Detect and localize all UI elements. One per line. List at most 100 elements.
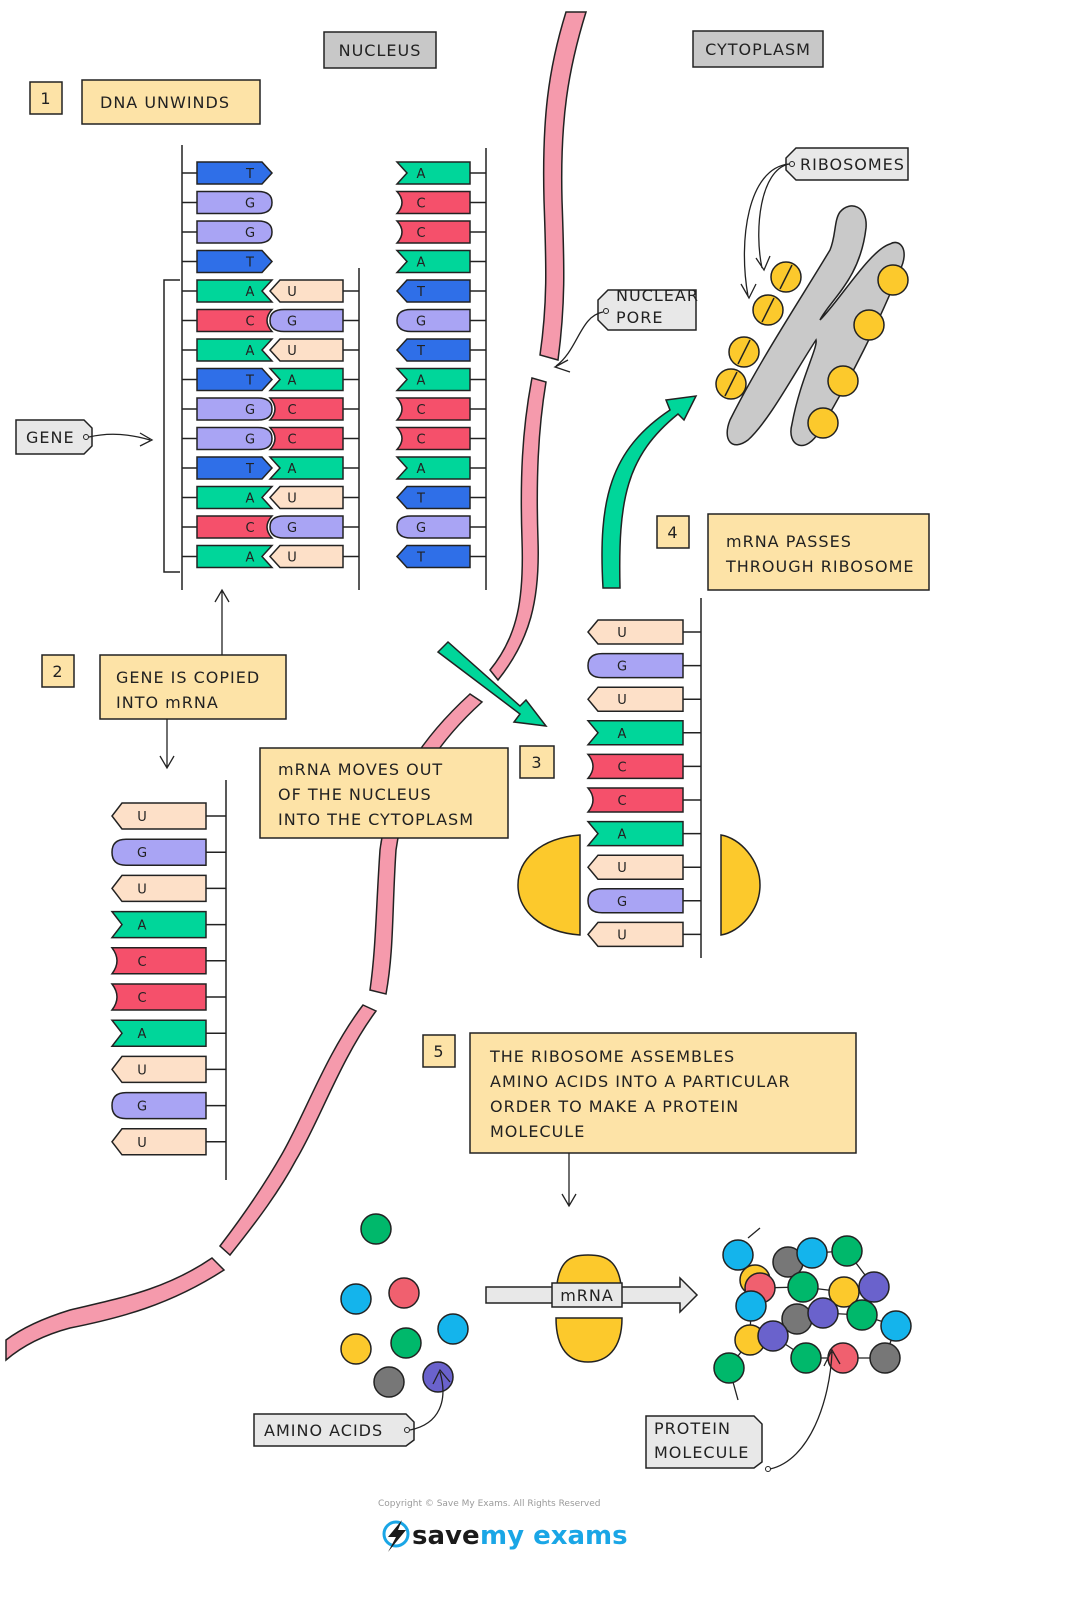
base-letter: C — [416, 197, 425, 212]
base-letter: A — [246, 551, 255, 566]
base-letter: A — [246, 344, 255, 359]
dna-base-right: G — [396, 515, 471, 539]
base-letter: C — [287, 403, 296, 418]
svg-text:my exams: my exams — [480, 1521, 628, 1551]
gene-bracket — [163, 279, 180, 573]
tag-gene: GENE — [15, 419, 154, 455]
base-shape — [111, 802, 207, 830]
mrna-base: C — [586, 753, 684, 780]
amino-acid — [422, 1361, 454, 1393]
mrna-base-paired: G — [269, 308, 344, 333]
base-shape — [395, 397, 471, 421]
base-letter: C — [137, 991, 146, 1006]
protein-amino-acid — [880, 1310, 912, 1342]
base-letter: A — [417, 167, 426, 182]
mrna-base-paired: U — [268, 544, 344, 569]
base-shape — [395, 544, 471, 569]
base-letter: A — [417, 256, 426, 271]
mrna-base: A — [110, 1019, 207, 1047]
base-letter: T — [416, 551, 425, 566]
dna-base-left: A — [196, 279, 274, 303]
ribosome — [827, 365, 859, 397]
base-shape — [111, 1128, 207, 1156]
base-letter: G — [245, 226, 255, 241]
svg-text:3: 3 — [531, 753, 542, 772]
mrna-base-paired: U — [268, 338, 344, 362]
base-shape — [111, 1055, 207, 1084]
base-letter: G — [137, 846, 147, 861]
base-letter: A — [138, 1027, 147, 1042]
mrna-base: C — [110, 983, 207, 1011]
svg-text:THE RIBOSOME ASSEMBLES: THE RIBOSOME ASSEMBLES — [489, 1047, 735, 1066]
protein-amino-acid — [787, 1271, 819, 1303]
membrane-segment-mid — [489, 377, 547, 682]
green-arrow-curved — [601, 395, 698, 589]
base-shape — [395, 338, 471, 362]
base-letter: U — [617, 861, 627, 876]
ribosome — [728, 336, 760, 368]
svg-text:MOLECULE: MOLECULE — [654, 1443, 749, 1462]
base-letter: T — [416, 285, 425, 300]
dna-base-right: C — [395, 190, 471, 215]
dna-base-right: T — [395, 279, 471, 303]
lightning-logo-icon — [382, 1520, 410, 1552]
dna-base-left: G — [196, 190, 273, 215]
svg-text:5: 5 — [433, 1042, 444, 1061]
amino-acid — [388, 1277, 420, 1309]
nuclear-membrane — [5, 11, 588, 1362]
protein-amino-acid — [869, 1342, 901, 1374]
base-shape — [268, 456, 344, 480]
base-shape — [395, 426, 471, 451]
dna-base-right: A — [395, 161, 471, 185]
region-label-cytoplasm: CYTOPLASM — [692, 30, 824, 68]
base-letter: G — [245, 197, 255, 212]
mrna-base: U — [111, 802, 207, 830]
svg-text:CYTOPLASM: CYTOPLASM — [705, 40, 811, 59]
base-shape — [395, 161, 471, 185]
base-shape — [196, 544, 274, 569]
mrna-base-paired: A — [268, 367, 344, 392]
dna-base-right: C — [395, 426, 471, 451]
dna-base-left: A — [196, 544, 274, 569]
base-shape — [196, 426, 273, 451]
base-shape — [196, 249, 274, 274]
base-shape — [110, 947, 207, 975]
ribosome — [715, 368, 747, 400]
dna-base-right: A — [395, 456, 471, 480]
svg-text:INTO THE CYTOPLASM: INTO THE CYTOPLASM — [278, 810, 474, 829]
base-letter: A — [288, 462, 297, 477]
base-letter: C — [617, 794, 626, 809]
mrna-base: U — [587, 921, 684, 948]
tag-amino-acids: AMINO ACIDS — [253, 1368, 451, 1447]
arrow-icon — [553, 311, 604, 373]
base-shape — [395, 190, 471, 215]
mrna-base: U — [111, 1055, 207, 1084]
base-shape — [268, 367, 344, 392]
membrane-segment-lower — [369, 693, 484, 995]
base-letter: G — [617, 660, 627, 675]
svg-text:mRNA MOVES OUT: mRNA MOVES OUT — [278, 760, 443, 779]
base-letter: U — [287, 285, 297, 300]
svg-text:AMINO ACIDS: AMINO ACIDS — [264, 1421, 383, 1440]
arrow-icon — [740, 163, 790, 300]
svg-text:save: save — [412, 1521, 480, 1551]
base-letter: A — [138, 919, 147, 934]
arrow-icon — [755, 163, 790, 272]
mrna-base: G — [111, 1091, 207, 1120]
translation-ribosome: mRNA — [485, 1254, 699, 1363]
svg-text:mRNA PASSES: mRNA PASSES — [726, 532, 852, 551]
mrna-base-paired: C — [268, 397, 344, 421]
base-letter: G — [245, 403, 255, 418]
dna-base-right: T — [395, 485, 471, 510]
dna-base-left: T — [196, 367, 274, 392]
base-shape — [586, 787, 684, 813]
dna-base-left: T — [196, 249, 274, 274]
arrow-down-icon — [159, 719, 175, 770]
base-letter: G — [245, 433, 255, 448]
ribosome — [770, 261, 802, 293]
base-shape — [587, 652, 684, 679]
base-letter: A — [246, 492, 255, 507]
mrna-base: U — [587, 686, 684, 712]
svg-text:2: 2 — [52, 662, 63, 681]
